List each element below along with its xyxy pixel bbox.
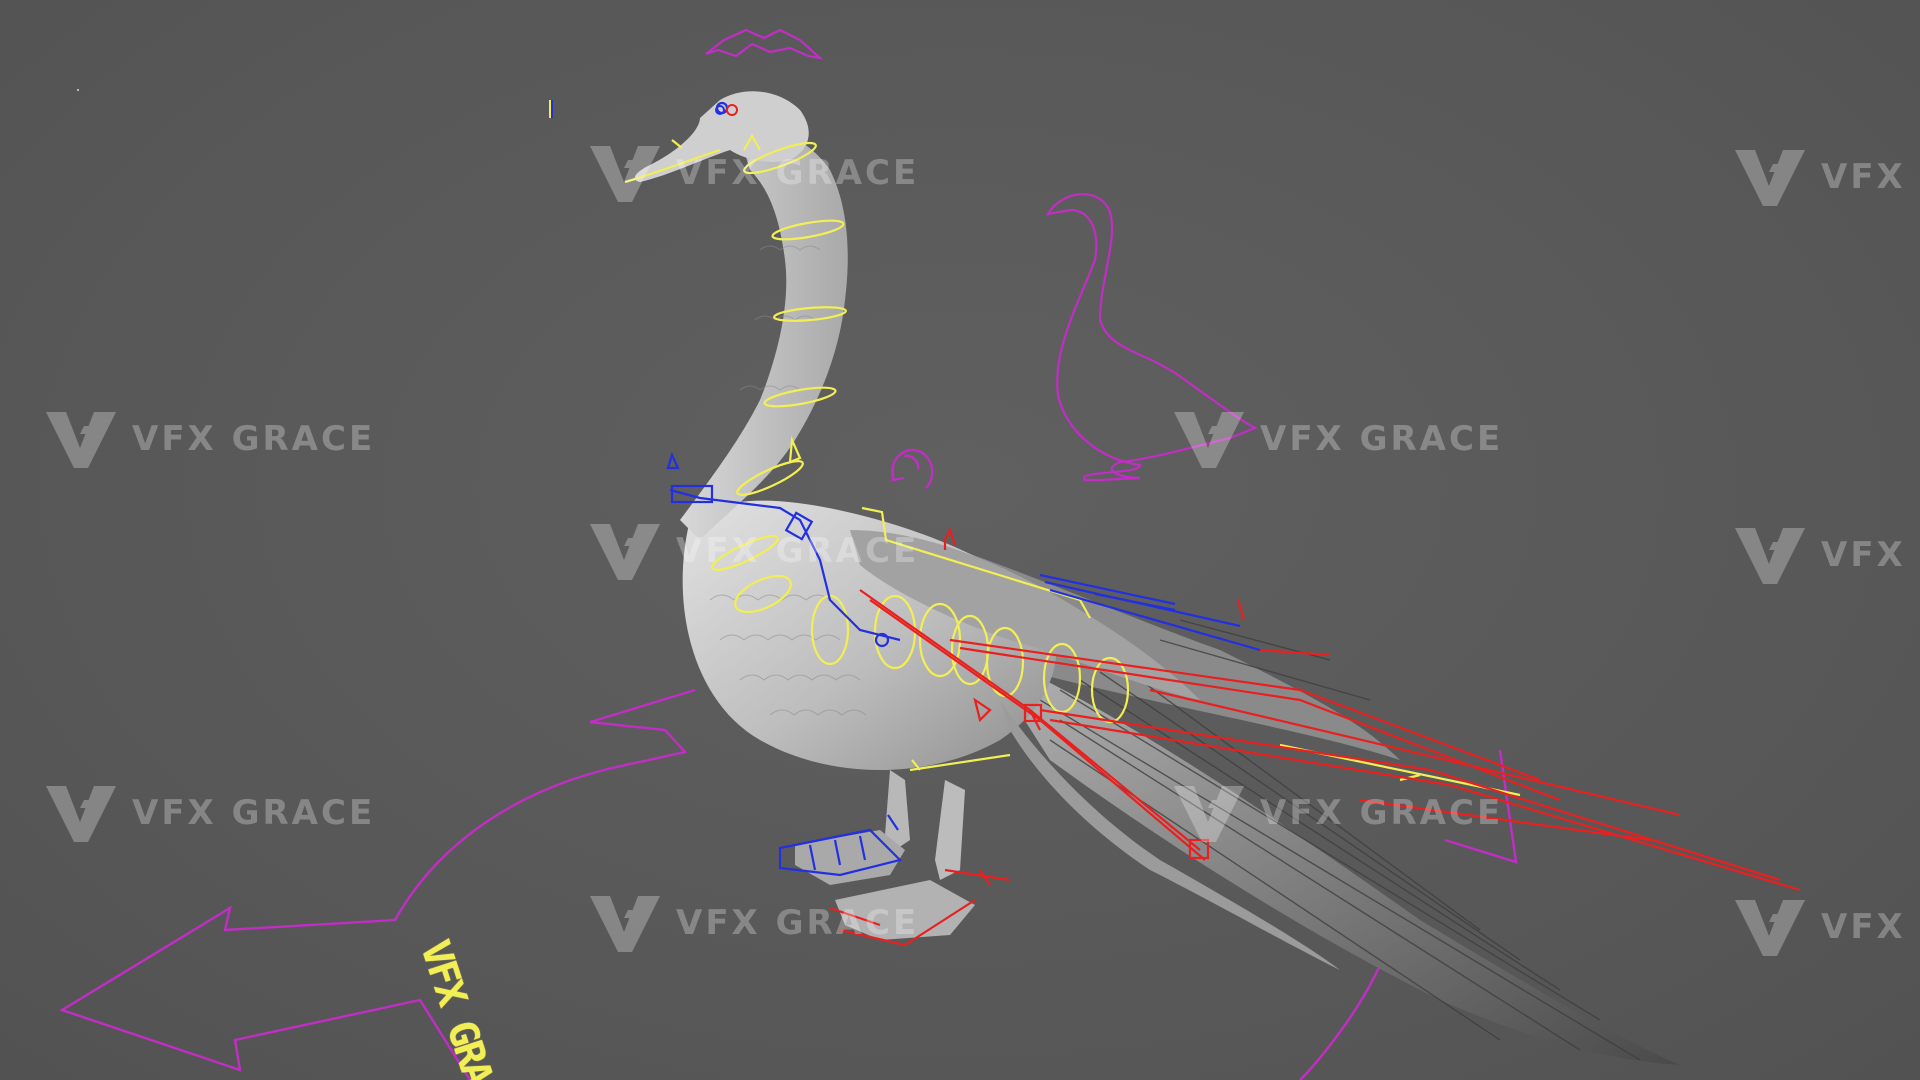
swan-model xyxy=(634,91,1680,1065)
eye-controls xyxy=(715,104,738,116)
swan-silhouette-control xyxy=(1045,193,1258,482)
spine-ik-controls xyxy=(666,101,1261,877)
main-ground-control xyxy=(59,688,1518,1080)
locator-marker xyxy=(77,89,553,118)
rotate-gizmo-icon xyxy=(891,448,934,489)
neck-fk-controls xyxy=(624,133,847,614)
head-top-control xyxy=(705,28,824,60)
wing-ik-chain xyxy=(829,527,1801,947)
